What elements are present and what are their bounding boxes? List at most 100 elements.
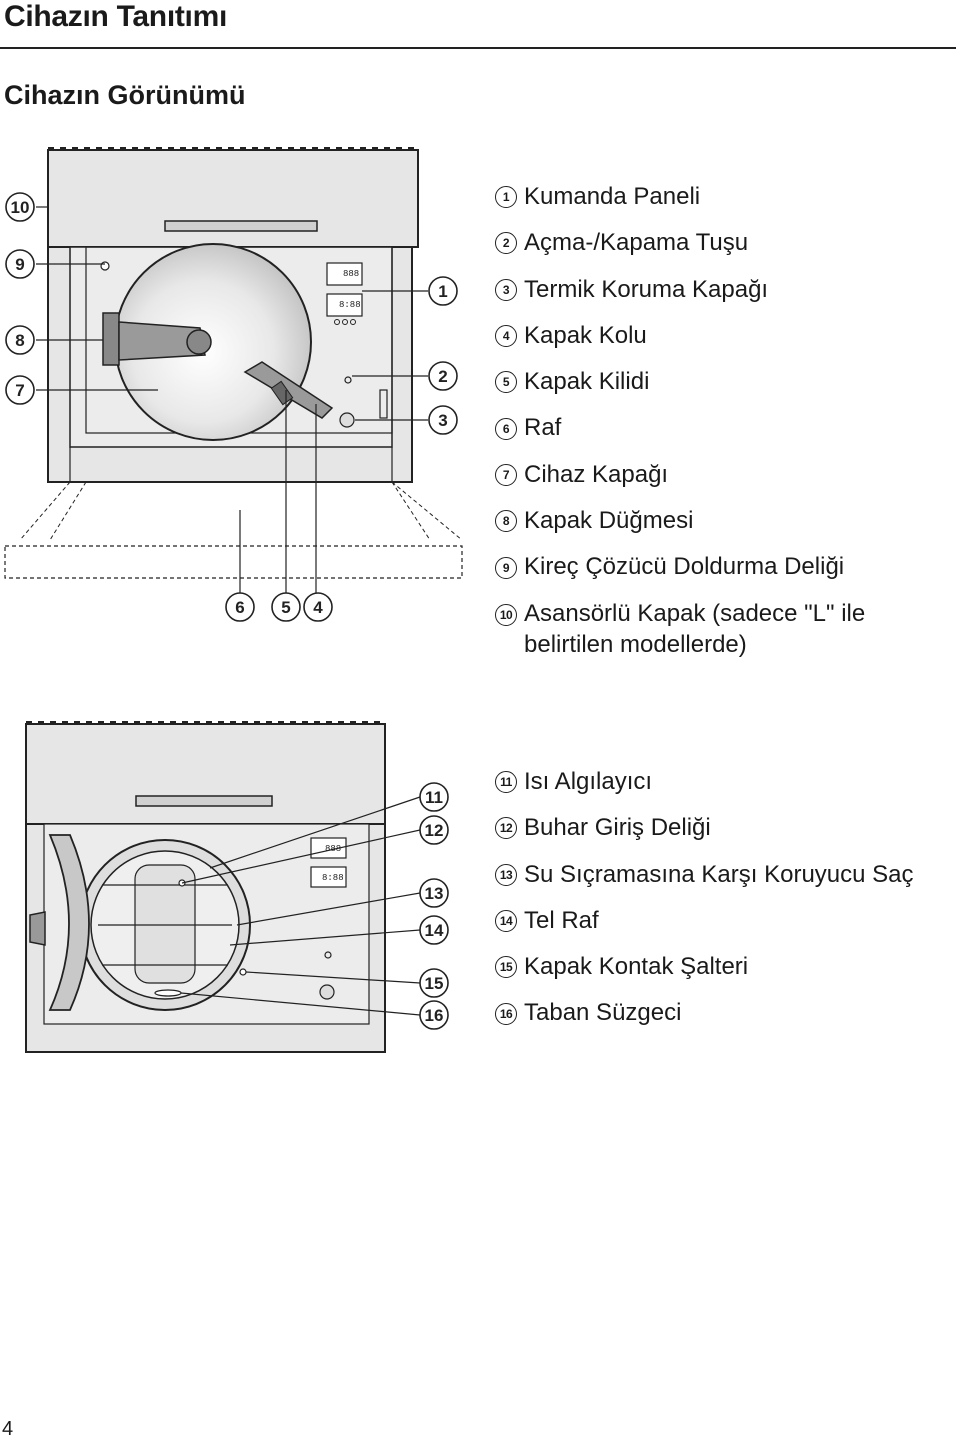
legend-label: Kapak Kilidi <box>524 368 650 396</box>
callout-3-label: 3 <box>438 411 447 430</box>
callout-16-label: 16 <box>425 1006 444 1025</box>
legend-number: 16 <box>495 1002 517 1025</box>
callout-2 <box>428 361 458 391</box>
callout-8-label: 8 <box>15 331 24 350</box>
callout-1 <box>428 276 458 306</box>
legend-label: Cihaz Kapağı <box>524 460 669 488</box>
legend-label: Açma-/Kapama Tuşu <box>524 229 749 257</box>
callout-7 <box>5 375 35 405</box>
legend-item: 1 Kumanda Paneli <box>495 174 924 220</box>
legend-number: 3 <box>495 278 517 301</box>
legend-label: Tel Raf <box>524 906 599 934</box>
door-lever <box>243 361 334 419</box>
legend-number: 7 <box>495 463 517 486</box>
splash-guard <box>134 864 196 984</box>
legend-number: 10 <box>495 603 517 626</box>
thermal-cap-icon <box>339 412 355 428</box>
callout-5-label: 5 <box>281 598 290 617</box>
callout-11 <box>419 782 449 812</box>
legend-item: 3 Termik Koruma Kapağı <box>495 267 924 313</box>
legend-label: Kapak Kontak Şalteri <box>524 953 749 981</box>
legend-number: 11 <box>495 771 517 794</box>
legend-number: 8 <box>495 510 517 533</box>
page-number: 4 <box>2 1418 14 1440</box>
callout-12-label: 12 <box>425 821 444 840</box>
callout-11-label: 11 <box>425 788 443 807</box>
legend-number: 15 <box>495 956 517 979</box>
legend-label: Raf <box>524 414 562 442</box>
legend-item: 15 Kapak Kontak Şalteri <box>495 944 914 990</box>
figure-open-door: 888 8:88 <box>25 721 421 1053</box>
display-bottom-digits: 8:88 <box>339 300 361 310</box>
legend-number: 13 <box>495 863 517 886</box>
display-bottom-digits-2: 8:88 <box>322 873 344 883</box>
callout-13 <box>419 878 449 908</box>
callout-16 <box>419 1000 449 1030</box>
legend-item: 6 Raf <box>495 405 924 451</box>
legend-number: 14 <box>495 910 517 933</box>
legend-number: 1 <box>495 186 517 209</box>
legend-label: Taban Süzgeci <box>524 999 682 1027</box>
callout-15 <box>419 968 449 998</box>
callout-7-label: 7 <box>15 381 24 400</box>
callout-13-label: 13 <box>425 884 444 903</box>
legend-label: Asansörlü Kapak (sadece "L" ile belirtil… <box>524 599 866 658</box>
title-divider <box>0 47 956 49</box>
callout-15-label: 15 <box>425 974 444 993</box>
legend-label: Su Sıçramasına Karşı Koruyucu Saç <box>524 860 914 888</box>
legend-number: 5 <box>495 371 517 394</box>
callout-5 <box>271 592 301 622</box>
page-title: Cihazın Tanıtımı <box>4 0 227 33</box>
legend-label: Kapak Kolu <box>524 321 647 349</box>
callouts-bottom <box>419 782 449 1030</box>
callout-6-label: 6 <box>235 598 244 617</box>
legend-item: 7 Cihaz Kapağı <box>495 452 924 498</box>
legend-number: 4 <box>495 325 517 348</box>
callout-6 <box>225 592 255 622</box>
legend-bottom: 11 Isı Algılayıcı 12 Buhar Giriş Deliği 13… <box>495 759 914 1037</box>
display-top-digits: 888 <box>343 269 359 279</box>
door-button <box>102 312 120 366</box>
legend-label: Isı Algılayıcı <box>524 768 653 795</box>
legend-item: 8 Kapak Düğmesi <box>495 498 924 544</box>
legend-item: 13 Su Sıçramasına Karşı Koruyucu Saç <box>495 852 914 898</box>
callout-9 <box>5 249 35 279</box>
callout-4 <box>303 592 333 622</box>
legend-label: Kumanda Paneli <box>524 183 701 210</box>
callout-4-label: 4 <box>313 598 323 617</box>
callout-10 <box>5 192 35 222</box>
callouts-top <box>5 192 458 622</box>
legend-label: Buhar Giriş Deliği <box>524 814 711 842</box>
section-title: Cihazın Görünümü <box>4 80 246 110</box>
legend-label: Kireç Çözücü Doldurma Deliği <box>524 553 845 581</box>
callout-12 <box>419 815 449 845</box>
figure-closed-door: 888 8:88 <box>4 147 463 596</box>
legend-item: 5 Kapak Kilidi <box>495 359 924 405</box>
legend-item: 9 Kireç Çözücü Doldurma Deliği <box>495 544 924 590</box>
legend-item: 4 Kapak Kolu <box>495 313 924 359</box>
callout-8 <box>5 325 35 355</box>
callout-1-label: 1 <box>438 282 447 301</box>
power-button-icon <box>344 376 352 384</box>
legend-item: 11 Isı Algılayıcı <box>495 759 914 805</box>
callout-3 <box>428 405 458 435</box>
legend-item: 12 Buhar Giriş Deliği <box>495 805 914 851</box>
callout-9-label: 9 <box>15 255 24 274</box>
legend-label: Kapak Düğmesi <box>524 507 694 535</box>
callout-14-label: 14 <box>425 921 444 940</box>
callout-14 <box>419 915 449 945</box>
open-door-profile <box>48 834 90 1011</box>
callout-2-label: 2 <box>438 367 447 386</box>
legend-item: 14 Tel Raf <box>495 898 914 944</box>
callout-10-label: 10 <box>11 198 30 217</box>
legend-item: 10 Asansörlü Kapak (sadece "L" ile belirt… <box>495 591 924 660</box>
top-handle-slot <box>164 220 318 232</box>
legend-number: 12 <box>495 817 517 840</box>
legend-number: 6 <box>495 417 517 440</box>
legend-number: 9 <box>495 556 517 579</box>
legend-item: 16 Taban Süzgeci <box>495 990 914 1036</box>
legend-label: Termik Koruma Kapağı <box>524 275 769 303</box>
